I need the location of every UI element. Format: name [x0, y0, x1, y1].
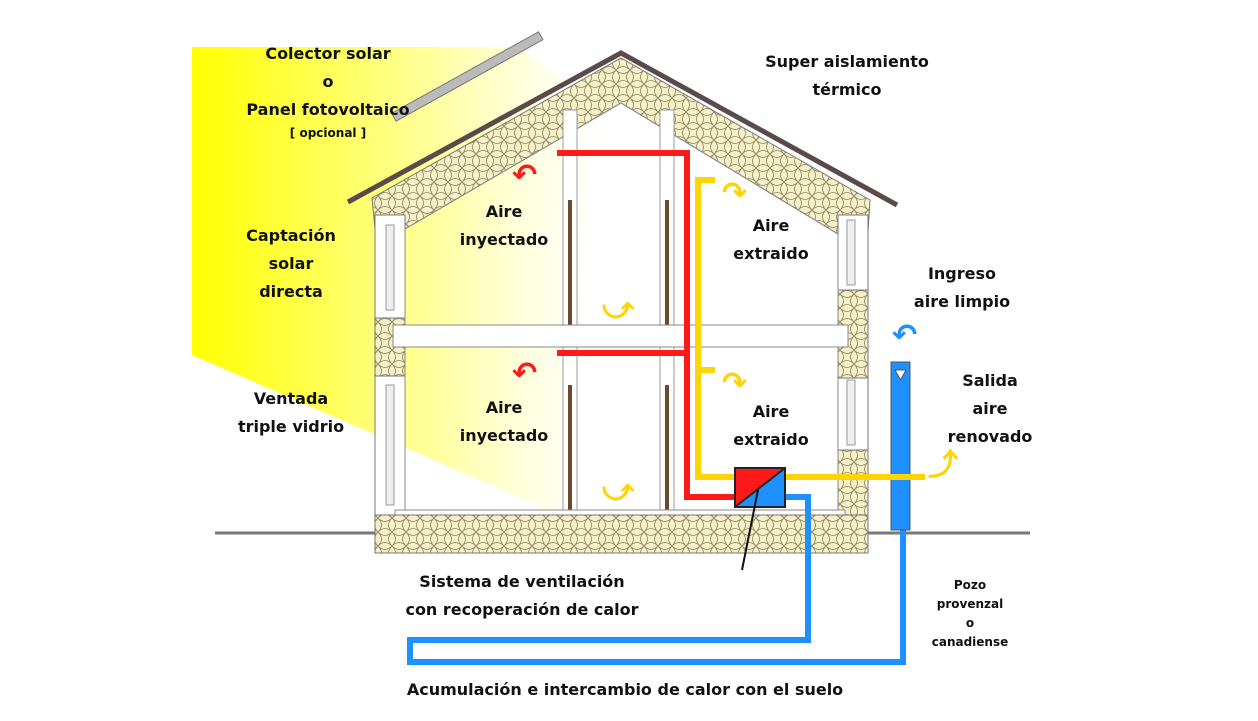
- red-arrow-icon: ↶: [512, 356, 537, 391]
- yellow-arrow-icon: ⤻: [602, 473, 635, 508]
- red-supply-duct: [557, 150, 735, 500]
- yellow-arrow-icon: ⤻: [602, 291, 635, 326]
- red-arrow-icon: ↶: [512, 158, 537, 193]
- yellow-arrow-icon: ↷: [722, 366, 747, 401]
- blue-ground-duct: [407, 494, 906, 665]
- blue-arrow-icon: ↶: [892, 318, 917, 353]
- hrv-pointer: [741, 489, 759, 571]
- yellow-arrow-icon: ⤴: [928, 448, 959, 483]
- ground-exchange-label: Acumulación e intercambio de calor con e…: [406, 680, 844, 699]
- upper-floor-slab: [392, 324, 849, 348]
- yellow-extract-duct: [695, 177, 925, 480]
- yellow-arrow-icon: ↷: [722, 176, 747, 211]
- foundation-insulation: [374, 514, 869, 554]
- inner-wall-frame: [404, 102, 839, 511]
- windows: [385, 219, 856, 506]
- heat-recovery-unit: [734, 467, 786, 508]
- fresh-air-intake-tower: [890, 361, 911, 531]
- roof: [346, 50, 899, 208]
- solar-panel: [390, 31, 544, 122]
